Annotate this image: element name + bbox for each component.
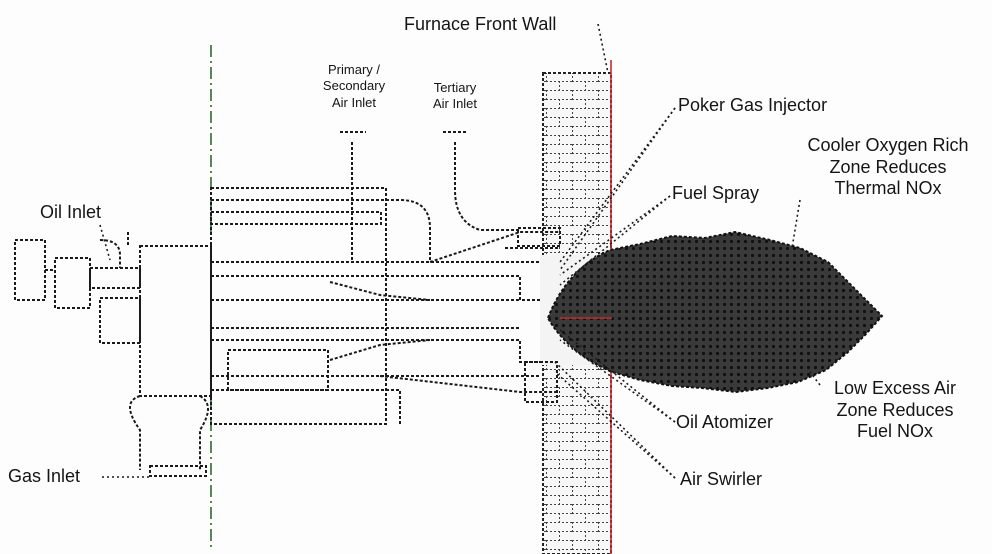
air-swirler-label: Air Swirler <box>680 469 763 489</box>
oil-atomizer-label: Oil Atomizer <box>676 412 774 432</box>
cooler-zone-label: Cooler Oxygen Rich Zone Reduces Thermal … <box>807 135 969 199</box>
oil-inlet-label: Oil Inlet <box>40 202 102 222</box>
flame <box>546 230 884 394</box>
poker-gas-injector-label: Poker Gas Injector <box>678 95 828 115</box>
fuel-spray-label: Fuel Spray <box>672 183 760 203</box>
burner-body <box>14 131 561 477</box>
leader-lines <box>99 23 821 479</box>
low-excess-air-zone-label: Low Excess Air Zone Reduces Fuel NOx <box>833 378 957 442</box>
tertiary-air-inlet-label: Tertiary Air Inlet <box>432 80 478 112</box>
furnace-front-wall-label: Furnace Front Wall <box>404 14 557 34</box>
gas-inlet-label: Gas Inlet <box>8 466 81 486</box>
primary-secondary-air-inlet-label: Primary / Secondary Air Inlet <box>322 62 386 110</box>
